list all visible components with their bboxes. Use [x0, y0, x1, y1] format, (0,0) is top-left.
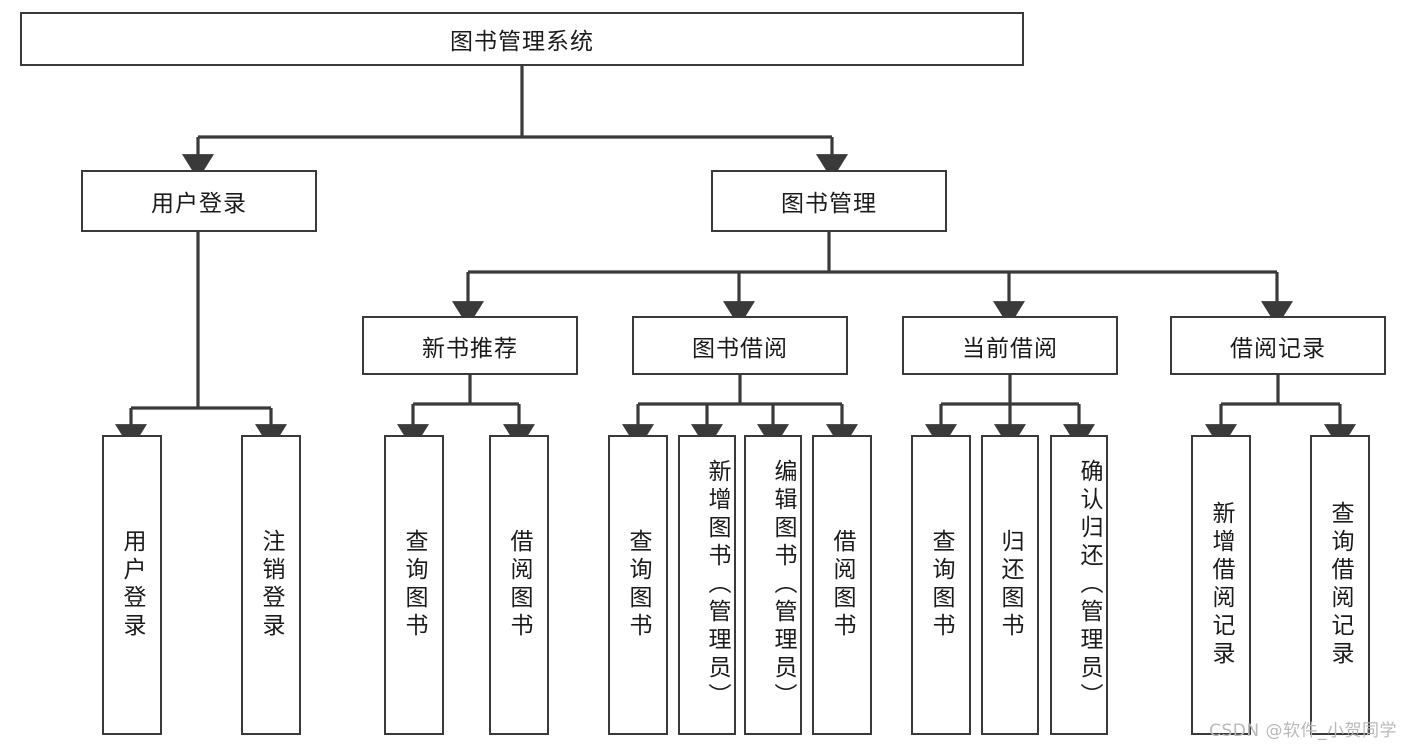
node-label: 查询图书 [625, 529, 651, 641]
node-label: 用户登录 [119, 529, 145, 641]
leaf-query-book-2[interactable]: 查询图书 [608, 435, 668, 735]
node-label: 编辑图书（管理员） [770, 459, 796, 711]
leaf-query-book-1[interactable]: 查询图书 [384, 435, 444, 735]
node-book-manage[interactable]: 图书管理 [711, 170, 947, 232]
node-label: 查询借阅记录 [1327, 501, 1353, 669]
leaf-add-record[interactable]: 新增借阅记录 [1191, 435, 1251, 735]
node-label: 查询图书 [401, 529, 427, 641]
leaf-confirm-return[interactable]: 确认归还（管理员） [1050, 435, 1108, 735]
node-borrow-record[interactable]: 借阅记录 [1170, 316, 1386, 375]
node-label: 图书管理 [781, 191, 877, 217]
node-label: 注销登录 [258, 529, 284, 641]
node-current-borrow[interactable]: 当前借阅 [902, 316, 1118, 375]
node-label: 确认归还（管理员） [1076, 459, 1102, 711]
leaf-return-book[interactable]: 归还图书 [981, 435, 1039, 735]
leaf-query-record[interactable]: 查询借阅记录 [1310, 435, 1370, 735]
node-label: 借阅记录 [1230, 335, 1326, 362]
watermark-text: CSDN @软件_小贺同学 [1209, 721, 1397, 741]
leaf-borrow-book-2[interactable]: 借阅图书 [812, 435, 872, 735]
leaf-add-book[interactable]: 新增图书（管理员） [678, 435, 736, 735]
node-label: 新书推荐 [422, 335, 518, 362]
node-label: 查询图书 [928, 529, 954, 641]
leaf-user-login[interactable]: 用户登录 [102, 435, 162, 735]
node-book-borrow[interactable]: 图书借阅 [632, 316, 848, 375]
node-label: 归还图书 [997, 529, 1023, 641]
node-label: 当前借阅 [962, 335, 1058, 362]
node-root[interactable]: 图书管理系统 [20, 12, 1024, 66]
leaf-borrow-book-1[interactable]: 借阅图书 [489, 435, 549, 735]
node-label: 借阅图书 [506, 529, 532, 641]
node-label: 图书借阅 [692, 335, 788, 362]
node-label: 新增借阅记录 [1208, 501, 1234, 669]
leaf-edit-book[interactable]: 编辑图书（管理员） [744, 435, 802, 735]
node-label: 新增图书（管理员） [704, 459, 730, 711]
leaf-query-book-3[interactable]: 查询图书 [911, 435, 971, 735]
leaf-logout-login[interactable]: 注销登录 [241, 435, 301, 735]
node-label: 图书管理系统 [450, 29, 594, 55]
node-user-login[interactable]: 用户登录 [81, 170, 317, 232]
node-label: 用户登录 [151, 191, 247, 217]
node-new-book-rec[interactable]: 新书推荐 [362, 316, 578, 375]
node-label: 借阅图书 [829, 529, 855, 641]
